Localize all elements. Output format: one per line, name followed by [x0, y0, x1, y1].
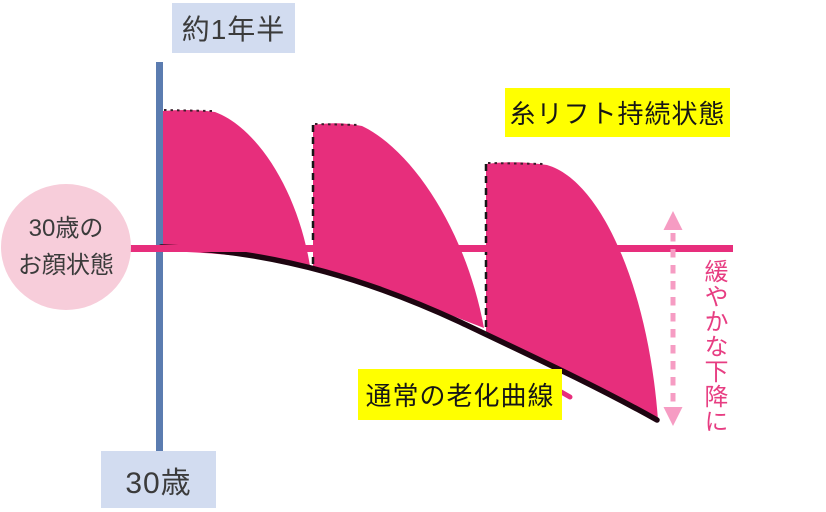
gradual-decline-label: 緩やかな下降に [700, 259, 727, 434]
fin2-top-dotted-line [314, 123, 361, 126]
lift-fin-3 [486, 162, 658, 420]
gradual-decline-arrow [663, 211, 683, 426]
decline-arrow-up-head [663, 211, 683, 230]
decline-arrow-down-head [663, 407, 683, 426]
circle-label-line1: 30歳の [28, 215, 104, 242]
lift-fin-1 [163, 109, 310, 266]
fin1-top-dotted-line [163, 109, 213, 112]
aging-curve-line [158, 244, 660, 423]
fin3-top-dotted-line [487, 162, 546, 165]
baseline-condition-circle: 30歳の お顔状態 [1, 184, 131, 310]
aging-curve-label: 通常の老化曲線 [358, 369, 562, 420]
lift-fin-2 [313, 123, 484, 328]
circle-label-line2: お顔状態 [18, 252, 114, 279]
lift-status-label: 糸リフト持続状態 [505, 88, 730, 137]
duration-badge: 約1年半 [172, 3, 295, 53]
age-badge: 30歳 [101, 451, 216, 508]
